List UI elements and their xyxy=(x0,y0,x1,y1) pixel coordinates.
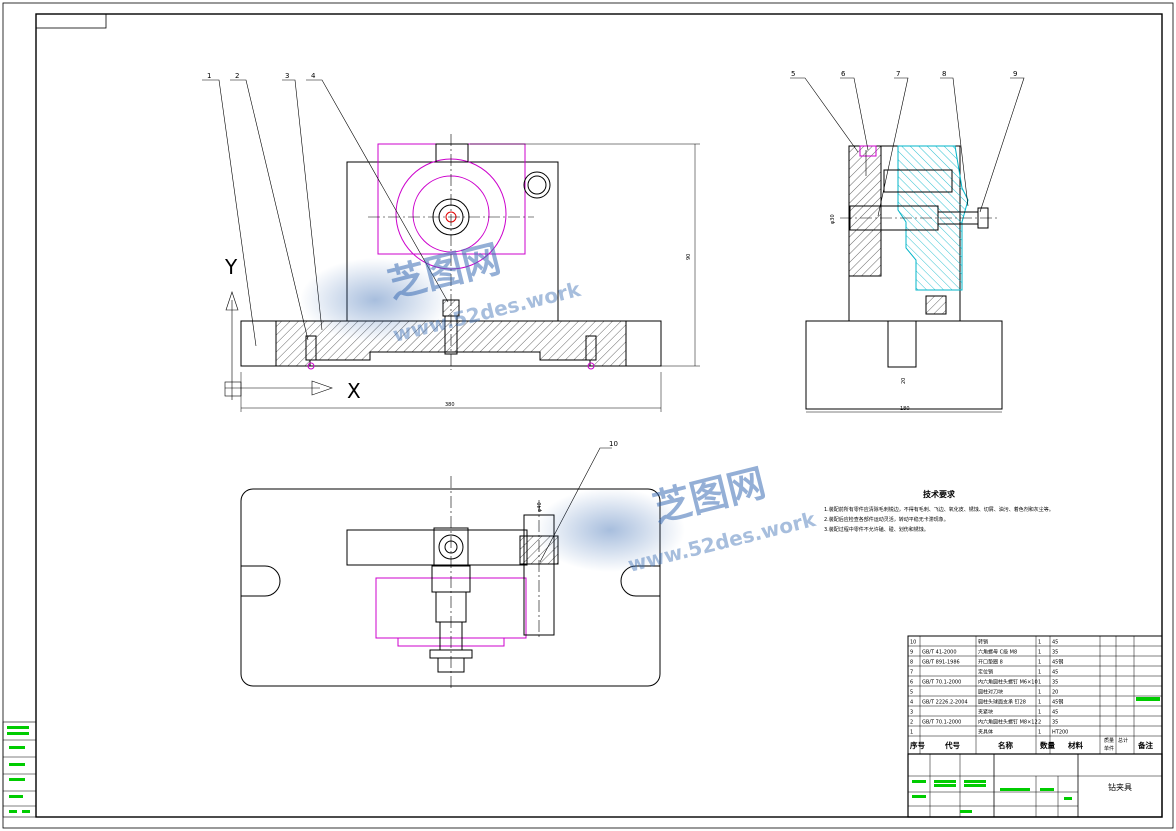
bom-cell-mat: 35 xyxy=(1052,650,1058,656)
bom-cell-mat: 45钢 xyxy=(1052,699,1063,706)
callout-1: 1 xyxy=(207,72,211,80)
margin-stamp xyxy=(2,721,37,818)
bom-cell-name: 开口垫圈 8 xyxy=(978,659,1003,666)
bom-header-remark: 备注 xyxy=(1137,740,1154,750)
bom-cell-name: 内六角圆柱头螺钉 M8×12 xyxy=(978,719,1038,726)
bom-cell-qty: 1 xyxy=(1038,680,1041,686)
dim-side-slot: 20 xyxy=(901,378,907,384)
callout-8: 8 xyxy=(942,70,946,78)
callout-3: 3 xyxy=(285,72,289,80)
top-view-labels: 10 φ40 xyxy=(537,440,618,512)
bom-cell-no: 10 xyxy=(910,640,916,646)
bom-cell-no: 3 xyxy=(910,710,913,716)
bom-cell-no: 7 xyxy=(910,670,913,676)
bom-cell-code: GB/T 2226.2-2004 xyxy=(922,700,968,706)
bom-cell-qty: 1 xyxy=(1038,700,1041,706)
callout-7: 7 xyxy=(896,70,900,78)
side-view xyxy=(790,77,1025,413)
bom-cell-name: 定位销 xyxy=(978,669,993,676)
bom-header-mass: 质量 xyxy=(1104,737,1114,744)
dim-front-height: 90 xyxy=(686,254,692,260)
bom-cell-name: 圆柱头球面支承 钉28 xyxy=(978,699,1026,706)
axis-x-label: X xyxy=(347,379,361,403)
bom-cell-qty: 1 xyxy=(1038,660,1041,666)
callout-10: 10 xyxy=(609,440,618,448)
title-block xyxy=(907,753,1163,818)
bom-cell-no: 1 xyxy=(910,730,913,736)
tech-line-2: 2.装配后应检查各部件运动灵活，转动平稳无卡滞现象。 xyxy=(824,516,949,523)
bom-cell-name: 内六角圆柱头螺钉 M6×10 xyxy=(978,679,1038,686)
bom-cell-qty: 1 xyxy=(1038,640,1041,646)
bom-cell-name: 圆柱对刀块 xyxy=(978,689,1003,696)
dim-top-dia: φ40 xyxy=(537,502,543,512)
bom-cell-qty: 2 xyxy=(1038,720,1041,726)
bom-cell-name: 六角螺母 C级 M8 xyxy=(978,649,1017,656)
watermark-cn-2: 芝图网 xyxy=(649,460,770,530)
bom-cell-no: 9 xyxy=(910,650,913,656)
bom-cell-mat: 20 xyxy=(1052,690,1058,696)
bom-header-unit: 单件 xyxy=(1104,745,1114,752)
watermark-2: 芝图网 www.52des.work xyxy=(535,460,819,577)
bom-cell-mat: HT200 xyxy=(1052,730,1068,736)
bom-cell-mat: 35 xyxy=(1052,680,1058,686)
bom-cell-mat: 35 xyxy=(1052,720,1058,726)
bom-header-total: 总计 xyxy=(1118,737,1128,744)
bom-header-no: 序号 xyxy=(910,740,925,750)
callout-4: 4 xyxy=(311,72,316,80)
bom-header: 序号 代号 名称 数量 材料 质量 单件 总计 备注 xyxy=(910,737,1154,752)
tech-title: 技术要求 xyxy=(923,489,956,499)
bom-cell-mat: 45钢 xyxy=(1052,659,1063,666)
bom-table xyxy=(907,635,1163,755)
bom-cell-code: GB/T 70.1-2000 xyxy=(922,680,961,686)
bom-cell-no: 5 xyxy=(910,690,913,696)
bom-cell-qty: 1 xyxy=(1038,650,1041,656)
callout-2: 2 xyxy=(235,72,239,80)
bom-cell-mat: 45 xyxy=(1052,710,1058,716)
bom-cell-code: GB/T 41-2000 xyxy=(922,650,957,656)
bom-cell-code: GB/T 70.1-2000 xyxy=(922,720,961,726)
drawing-name: 钻夹具 xyxy=(1108,782,1132,792)
bom-cell-no: 8 xyxy=(910,660,913,666)
callout-5: 5 xyxy=(791,70,795,78)
tech-line-3: 3.装配过程中零件不允许磕、碰、划伤和锈蚀。 xyxy=(824,526,929,533)
bom-cell-name: 转销 xyxy=(978,639,988,646)
bom-cell-qty: 1 xyxy=(1038,730,1041,736)
callout-6: 6 xyxy=(841,70,846,78)
tech-line-1: 1.装配前所有零件应清除毛刺锐边，不得有毛刺、飞边、氧化皮、锈蚀、切屑、油污、着… xyxy=(824,506,1054,513)
bom-header-code: 代号 xyxy=(944,740,960,750)
front-view xyxy=(202,79,700,412)
bom-cell-qty: 1 xyxy=(1038,690,1041,696)
technical-requirements: 技术要求 1.装配前所有零件应清除毛刺锐边，不得有毛刺、飞边、氧化皮、锈蚀、切屑… xyxy=(824,489,1054,533)
bom-header-mat: 材料 xyxy=(1068,740,1084,750)
bom-cell-no: 4 xyxy=(910,700,913,706)
bom-header-qty: 数量 xyxy=(1040,740,1056,750)
dim-side-width: 180 xyxy=(900,406,910,412)
bom-cell-no: 6 xyxy=(910,680,913,686)
dim-front-width: 380 xyxy=(445,402,455,408)
bom-header-name: 名称 xyxy=(998,740,1013,750)
bom-cell-qty: 1 xyxy=(1038,670,1041,676)
axis-y-label: Y xyxy=(224,255,238,279)
bom-cell-qty: 1 xyxy=(1038,710,1041,716)
bom-cell-name: 夹紧块 xyxy=(978,709,993,716)
title-block-stamps xyxy=(912,697,1160,813)
bom-cell-no: 2 xyxy=(910,720,913,726)
front-view-labels: 1 2 3 4 Y X 380 90 xyxy=(207,72,692,408)
callout-9: 9 xyxy=(1013,70,1017,78)
bom-cell-name: 夹具体 xyxy=(978,729,993,736)
bom-cell-mat: 45 xyxy=(1052,640,1058,646)
bom-cell-code: GB/T 891-1986 xyxy=(922,660,960,666)
side-view-labels: 5 6 7 8 9 180 φ30 20 xyxy=(791,70,1017,412)
bom-cell-mat: 45 xyxy=(1052,670,1058,676)
dim-side-dia: φ30 xyxy=(830,214,836,224)
